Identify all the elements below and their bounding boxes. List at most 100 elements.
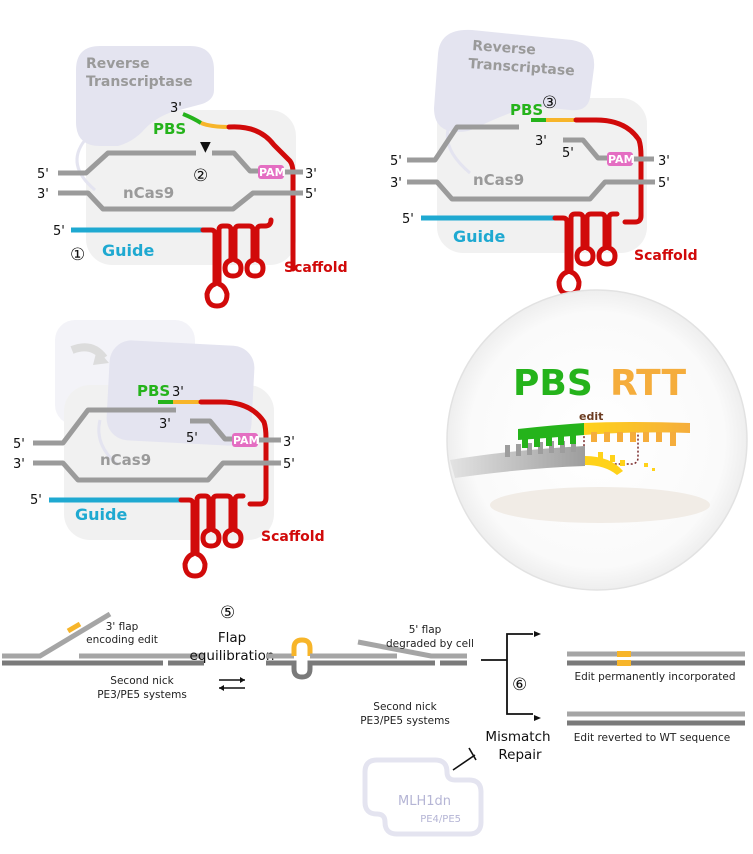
bottom-5prime: 5' bbox=[305, 187, 317, 202]
top-3prime: 3' bbox=[658, 154, 670, 169]
top-5prime: 5' bbox=[13, 437, 25, 452]
rt-label-line1: Reverse bbox=[86, 56, 150, 72]
mmr-line2: Repair bbox=[498, 747, 542, 763]
target-dna-strand bbox=[450, 446, 585, 478]
guide-5prime: 5' bbox=[30, 493, 42, 508]
scaffold-strand bbox=[573, 117, 644, 225]
edit-bulge bbox=[291, 637, 313, 656]
scaffold-label: Scaffold bbox=[284, 260, 348, 276]
mmr-line1: Mismatch bbox=[485, 729, 550, 745]
reverse-transcriptase-protein bbox=[106, 340, 255, 446]
rtt-strand bbox=[200, 121, 230, 129]
flap-label-line1: Flap bbox=[218, 630, 246, 646]
reverse-transcriptase-protein bbox=[434, 29, 595, 132]
flap3-label-line1: 3' flap bbox=[106, 621, 139, 633]
branch-arrows bbox=[481, 633, 533, 715]
cas9-label: nCas9 bbox=[123, 184, 174, 202]
grey-base-pairs bbox=[505, 440, 576, 457]
pam-label: PAM bbox=[233, 434, 260, 447]
flap5-label-line2: degraded by cell bbox=[386, 638, 474, 650]
pbs-3prime: 3' bbox=[172, 385, 184, 400]
guide-5prime: 5' bbox=[53, 224, 65, 239]
step-5-marker: ⑤ bbox=[220, 603, 235, 623]
scaffold-label: Scaffold bbox=[634, 248, 698, 264]
bottom-strand-left bbox=[266, 660, 435, 680]
rt-label-line2: Transcriptase bbox=[86, 74, 193, 90]
top-5prime: 5' bbox=[390, 154, 402, 169]
shadow bbox=[490, 487, 710, 523]
target-strand-top-right bbox=[190, 418, 235, 442]
guide-label: Guide bbox=[75, 505, 127, 524]
target-strand-top-right bbox=[212, 150, 262, 174]
bottom-3prime: 3' bbox=[13, 457, 25, 472]
linker bbox=[97, 419, 119, 467]
top-3prime: 3' bbox=[283, 435, 295, 450]
rt-label-line1: Reverse bbox=[472, 38, 537, 58]
pam-box bbox=[232, 433, 258, 447]
pbs-label: PBS bbox=[153, 120, 186, 138]
cas9-label: nCas9 bbox=[473, 171, 524, 189]
nick-marker-icon: ▼ bbox=[200, 139, 211, 155]
new-dna-strand bbox=[585, 456, 623, 475]
step-2-marker: ② bbox=[193, 166, 208, 186]
nick-right-line2: PE3/PE5 systems bbox=[360, 715, 450, 727]
target-strand-top-right bbox=[563, 137, 608, 161]
rtt-base-pairs bbox=[591, 432, 676, 446]
arrowhead-icon bbox=[534, 631, 541, 637]
cas9-label: nCas9 bbox=[100, 451, 151, 469]
target-strand-top-left bbox=[33, 407, 176, 446]
step-1-marker: ① bbox=[70, 245, 85, 265]
target-strand-bottom bbox=[58, 190, 303, 212]
bottom-3prime: 3' bbox=[390, 176, 402, 191]
scaffold-strand bbox=[198, 399, 269, 507]
linker bbox=[75, 139, 96, 192]
pam-box bbox=[607, 152, 633, 166]
outcome1-label: Edit permanently incorporated bbox=[574, 671, 735, 683]
flap5-label-line1: 5' flap bbox=[409, 624, 442, 636]
nick-left-line1: Second nick bbox=[110, 675, 174, 687]
top-5prime: 5' bbox=[37, 167, 49, 182]
scaffold-hairpins bbox=[178, 493, 246, 579]
reverse-transcriptase-protein bbox=[76, 46, 214, 146]
arrowhead-icon bbox=[534, 715, 541, 721]
target-strand-bottom bbox=[33, 460, 281, 483]
nick-3prime: 3' bbox=[159, 417, 171, 432]
top-3prime: 3' bbox=[305, 167, 317, 182]
panel-3-reverse-transcription: PBS 3' 3' 5' PAM 5' 3' 3' 5' nCas9 5' Gu… bbox=[13, 320, 325, 579]
flap-3prime-strand bbox=[2, 611, 112, 659]
guide-label: Guide bbox=[102, 241, 154, 260]
bottom-3prime: 3' bbox=[37, 187, 49, 202]
pbs-label: PBS bbox=[510, 101, 543, 119]
bottom-5prime: 5' bbox=[283, 457, 295, 472]
pbs-3prime-label: 3' bbox=[170, 101, 182, 116]
rtt-strand bbox=[584, 422, 690, 435]
scaffold-hairpins bbox=[200, 217, 274, 309]
flap3-label-line2: encoding edit bbox=[86, 634, 158, 646]
rt-label-line2: Transcriptase bbox=[468, 56, 576, 79]
inset-rtt-label: RTT bbox=[610, 363, 686, 404]
pbs-base-pairs bbox=[522, 434, 576, 448]
step-3-marker: ③ bbox=[542, 93, 557, 113]
guide-5prime: 5' bbox=[402, 212, 414, 227]
bottom-5prime: 5' bbox=[658, 176, 670, 191]
pam-label: PAM bbox=[608, 153, 635, 166]
nick-left-line2: PE3/PE5 systems bbox=[97, 689, 187, 701]
panel-2-rt-binding: Reverse Transcriptase PBS ③ 3' 5' PAM 5'… bbox=[390, 29, 698, 297]
inhibition-arrow-icon bbox=[452, 747, 477, 771]
nick-3prime: 3' bbox=[535, 134, 547, 149]
equilibrium-arrows-icon bbox=[219, 677, 245, 691]
linker bbox=[445, 119, 471, 175]
nick-5prime: 5' bbox=[186, 431, 198, 446]
outcome2-label: Edit reverted to WT sequence bbox=[574, 732, 730, 744]
pam-label: PAM bbox=[259, 166, 286, 179]
nick-right-line1: Second nick bbox=[373, 701, 437, 713]
guide-label: Guide bbox=[453, 227, 505, 246]
inset-zoom-circle: PBS RTT edit bbox=[446, 289, 748, 591]
flap-equilibration-section: 3' flap encoding edit Second nick PE3/PE… bbox=[2, 603, 745, 837]
inset-pbs-label: PBS bbox=[513, 363, 593, 404]
pam-box bbox=[258, 165, 284, 179]
step-6-marker: ⑥ bbox=[512, 675, 527, 695]
mlh1dn-systems: PE4/PE5 bbox=[420, 814, 461, 825]
flap-label-line2: equilibration bbox=[190, 648, 275, 664]
